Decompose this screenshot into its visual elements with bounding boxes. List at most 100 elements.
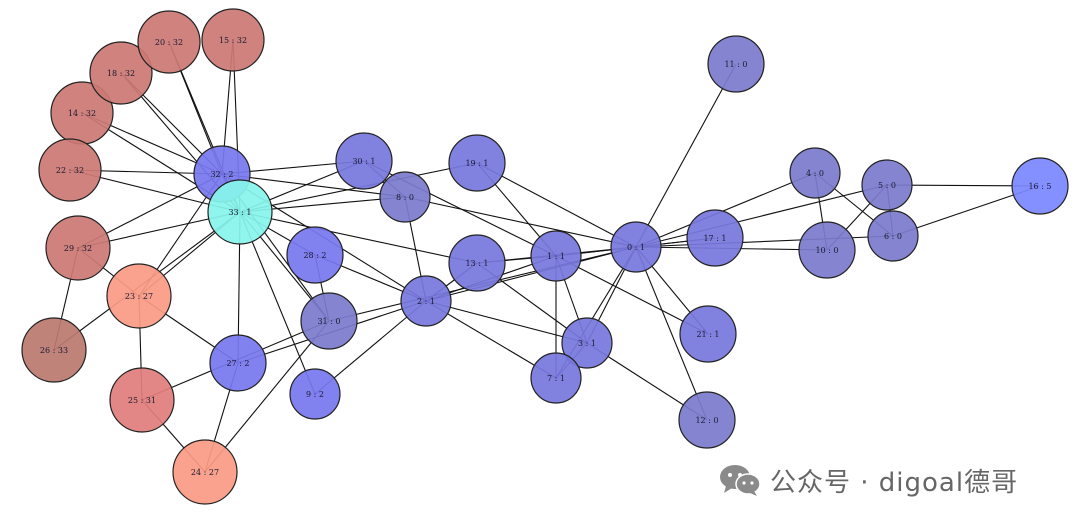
node-label: 22 : 32 (56, 166, 84, 175)
node-11: 11 : 0 (707, 35, 765, 93)
node-circle (21, 317, 87, 383)
node-19: 19 : 1 (448, 134, 506, 192)
node-label: 19 : 1 (465, 159, 488, 168)
node-circle (172, 439, 238, 505)
node-circle (289, 368, 341, 420)
node-circle (209, 334, 267, 392)
node-27: 27 : 2 (209, 334, 267, 392)
node-label: 12 : 0 (695, 416, 718, 425)
node-label: 27 : 2 (226, 359, 249, 368)
watermark: 公众号 · digoal德哥 (718, 460, 1018, 500)
node-label: 29 : 32 (64, 244, 92, 253)
node-circle (400, 275, 452, 327)
node-circle (530, 352, 582, 404)
node-label: 16 : 5 (1028, 182, 1051, 191)
node-label: 10 : 0 (815, 246, 838, 255)
node-25: 25 : 31 (109, 367, 175, 433)
node-circle (561, 317, 613, 369)
node-label: 7 : 1 (547, 374, 565, 383)
node-label: 18 : 32 (107, 69, 135, 78)
node-21: 21 : 1 (679, 305, 737, 363)
node-28: 28 : 2 (286, 226, 344, 284)
node-8: 8 : 0 (379, 171, 431, 223)
node-23: 23 : 27 (106, 263, 172, 329)
node-label: 25 : 31 (128, 396, 156, 405)
node-circle (137, 10, 201, 74)
node-1: 1 : 1 (530, 230, 582, 282)
node-label: 28 : 2 (303, 251, 326, 260)
node-label: 17 : 1 (703, 234, 726, 243)
node-circle (335, 132, 393, 190)
edge-9-33 (239, 211, 316, 395)
edge-0-19 (476, 162, 637, 248)
node-circle (448, 234, 506, 292)
node-10: 10 : 0 (798, 221, 856, 279)
edge-0-12 (635, 246, 708, 421)
node-circle (789, 147, 841, 199)
node-4: 4 : 0 (789, 147, 841, 199)
node-circle (109, 367, 175, 433)
edge-2-3 (425, 300, 588, 344)
node-circle (300, 292, 358, 350)
node-5: 5 : 0 (861, 159, 913, 211)
node-29: 29 : 32 (45, 215, 111, 281)
node-label: 3 : 1 (578, 339, 596, 348)
node-24: 24 : 27 (172, 439, 238, 505)
node-22: 22 : 32 (38, 138, 102, 202)
node-label: 4 : 0 (806, 169, 824, 178)
node-33: 33 : 1 (207, 179, 273, 245)
node-3: 3 : 1 (561, 317, 613, 369)
node-label: 33 : 1 (228, 208, 251, 217)
node-30: 30 : 1 (335, 132, 393, 190)
watermark-text: 公众号 · digoal德哥 (770, 467, 1019, 498)
node-circle (448, 134, 506, 192)
node-label: 15 : 32 (219, 36, 247, 45)
node-label: 8 : 0 (396, 193, 414, 202)
node-circle (45, 215, 111, 281)
node-9: 9 : 2 (289, 368, 341, 420)
node-label: 14 : 32 (68, 109, 96, 118)
node-label: 32 : 2 (210, 170, 233, 179)
edge-0-11 (635, 63, 737, 248)
node-circle (38, 138, 102, 202)
node-label: 30 : 1 (352, 157, 375, 166)
node-label: 26 : 33 (40, 346, 68, 355)
node-label: 31 : 0 (317, 317, 340, 326)
node-2: 2 : 1 (400, 275, 452, 327)
node-circle (679, 305, 737, 363)
node-circle (201, 8, 265, 72)
node-circle (106, 263, 172, 329)
node-label: 6 : 0 (884, 232, 902, 241)
node-16: 16 : 5 (1011, 157, 1069, 215)
wechat-icon (720, 465, 761, 496)
node-0: 0 : 1 (610, 221, 662, 273)
node-label: 2 : 1 (417, 297, 435, 306)
node-circle (610, 221, 662, 273)
node-label: 1 : 1 (547, 252, 565, 261)
node-circle (379, 171, 431, 223)
node-circle (530, 230, 582, 282)
node-31: 31 : 0 (300, 292, 358, 350)
node-circle (707, 35, 765, 93)
edge-0-8 (404, 196, 637, 248)
node-circle (207, 179, 273, 245)
node-label: 5 : 0 (878, 181, 896, 190)
node-13: 13 : 1 (448, 234, 506, 292)
node-7: 7 : 1 (530, 352, 582, 404)
node-circle (861, 159, 913, 211)
node-circle (867, 210, 919, 262)
node-circle (686, 209, 744, 267)
edge-0-4 (635, 172, 816, 248)
node-circle (89, 41, 153, 105)
node-20: 20 : 32 (137, 10, 201, 74)
node-label: 21 : 1 (696, 330, 719, 339)
edge-13-33 (239, 211, 478, 264)
node-layer: 0 : 1 1 : 1 2 : 1 3 : 1 4 : 0 5 : 0 6 : 0 7 : 1… (21, 8, 1069, 505)
node-circle (798, 221, 856, 279)
node-17: 17 : 1 (686, 209, 744, 267)
node-18: 18 : 32 (89, 41, 153, 105)
node-label: 9 : 2 (306, 390, 324, 399)
node-label: 0 : 1 (627, 243, 645, 252)
node-circle (286, 226, 344, 284)
